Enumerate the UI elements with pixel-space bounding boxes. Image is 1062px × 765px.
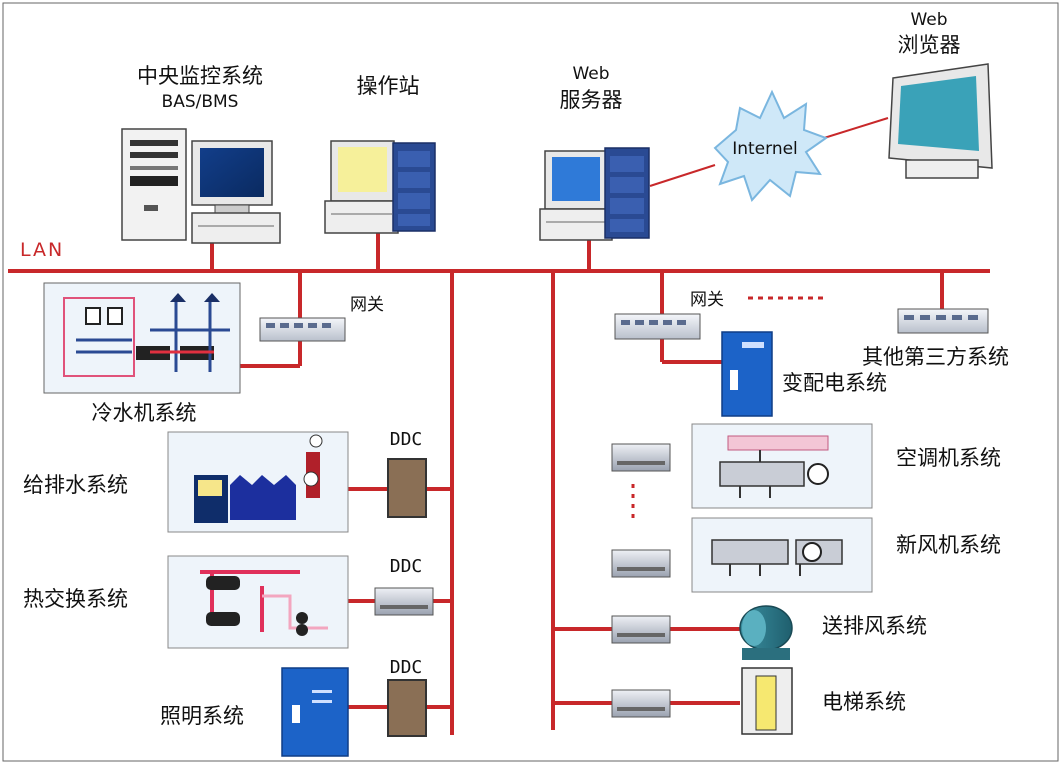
third-party-label: 其他第三方系统	[862, 345, 1009, 369]
air-conditioning-panel	[691, 423, 873, 509]
web-server-label: 服务器	[560, 88, 623, 112]
chiller-system-label: 冷水机系统	[92, 401, 197, 425]
operator-station-label: 操作站	[357, 74, 420, 98]
ddc-3-label: DDC	[390, 657, 423, 678]
heat-exchange-panel	[167, 555, 349, 649]
ddc-module-ventilation	[611, 615, 671, 644]
third-party-gateway-icon	[897, 308, 989, 334]
gateway-right-label: 网关	[690, 290, 724, 310]
fresh-air-label: 新风机系统	[896, 533, 1001, 557]
gateway-right-icon	[614, 313, 701, 340]
web-browser-label: 浏览器	[898, 33, 961, 57]
power-distribution-cabinet-icon	[721, 331, 773, 417]
gateway-left-label: 网关	[350, 295, 384, 315]
air-conditioning-label: 空调机系统	[896, 446, 1001, 470]
ddc-2-controller	[374, 587, 434, 616]
ddc-1-controller	[387, 458, 427, 518]
internet-cloud-icon	[713, 89, 829, 202]
elevator-icon	[741, 667, 793, 735]
elevator-label: 电梯系统	[822, 690, 906, 714]
ventilation-fan-icon	[739, 605, 793, 660]
ddc-2-label: DDC	[390, 556, 423, 577]
web-server-icon	[539, 147, 650, 241]
web-server-label-top: Web	[572, 64, 609, 84]
power-distribution-label: 变配电系统	[782, 371, 887, 395]
web-browser-label-top: Web	[910, 10, 947, 30]
lighting-label: 照明系统	[160, 704, 244, 728]
ddc-module-elevator	[611, 689, 671, 718]
ddc-module-fresh-air	[611, 549, 671, 578]
lighting-cabinet-icon	[281, 667, 349, 757]
ventilation-label: 送排风系统	[822, 614, 927, 638]
gateway-left-icon	[259, 317, 346, 342]
operator-station-icon	[324, 140, 436, 234]
web-browser-monitor-icon	[888, 63, 993, 179]
network-lines	[8, 232, 990, 735]
ddc-3-controller	[387, 679, 427, 737]
ddc-module-ac	[611, 443, 671, 472]
ddc-1-label: DDC	[390, 429, 423, 450]
central-system-label: 中央监控系统	[137, 64, 263, 88]
central-system-sublabel: BAS/BMS	[162, 92, 239, 112]
chiller-system-panel	[43, 282, 241, 394]
internet-label: Internel	[732, 139, 798, 159]
fresh-air-panel	[691, 517, 873, 593]
heat-exchange-label: 热交换系统	[23, 587, 128, 611]
water-supply-label: 给排水系统	[23, 473, 128, 497]
central-workstation-icon	[121, 128, 281, 244]
water-supply-panel	[167, 431, 349, 533]
lan-label: LAN	[20, 239, 64, 261]
